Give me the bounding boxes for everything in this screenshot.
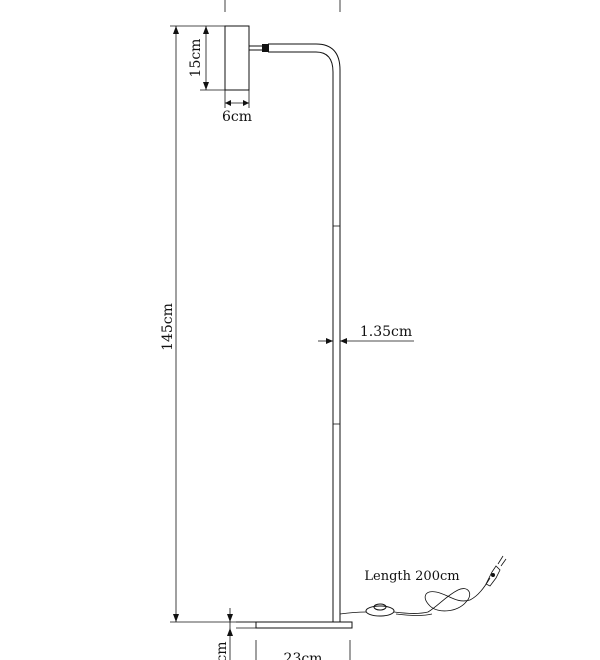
head-width-label: 6cm xyxy=(222,109,252,125)
lamp-pole xyxy=(268,43,341,622)
lamp-base xyxy=(255,621,353,629)
power-cable xyxy=(339,555,507,617)
tube-diameter-label: 1.35cm xyxy=(360,324,412,340)
dimension-head-height: 15cm xyxy=(188,25,225,91)
dimension-head-width: 6cm xyxy=(222,90,252,125)
base-height-label: cm xyxy=(214,641,230,660)
dimension-base-height: cm xyxy=(214,608,256,660)
lamp-head xyxy=(224,25,269,91)
dimension-base-width: 23cm xyxy=(255,640,351,660)
plug-icon xyxy=(485,555,507,587)
cable-length-label: Length 200cm xyxy=(364,569,459,584)
head-height-label: 15cm xyxy=(188,39,204,78)
top-cut-lines xyxy=(224,0,341,12)
total-height-label: 145cm xyxy=(160,303,176,351)
dimension-tube-diameter: 1.35cm xyxy=(318,324,414,344)
base-width-label: 23cm xyxy=(284,651,323,660)
